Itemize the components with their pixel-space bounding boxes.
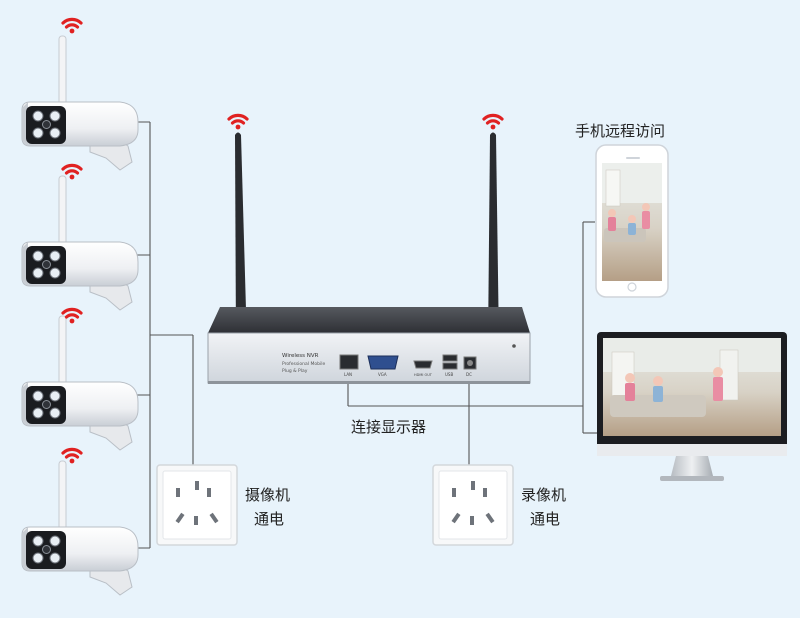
connection-lines xyxy=(120,121,597,549)
nvr-front-text-3: Plug & Play xyxy=(282,368,308,374)
wifi-icon xyxy=(61,447,83,465)
camera-3 xyxy=(21,315,139,451)
smartphone xyxy=(595,144,669,298)
wifi-icon xyxy=(227,113,249,131)
wifi-icon xyxy=(482,113,504,131)
nvr-recorder: Wireless NVR Professional Mobile Plug & … xyxy=(207,307,531,384)
nvr-front-text-1: Wireless NVR xyxy=(282,353,319,359)
camera-2 xyxy=(21,175,139,311)
recorder-power-label-1: 录像机 xyxy=(521,486,566,504)
lan-label: LAN xyxy=(344,372,352,377)
lan-port xyxy=(339,354,359,370)
dc-label: DC xyxy=(466,372,472,377)
recorder-power-outlet xyxy=(432,464,514,546)
camera-power-label-2: 通电 xyxy=(254,510,284,528)
usb-port-2 xyxy=(442,362,458,370)
vga-label: VGA xyxy=(378,372,387,377)
camera-4 xyxy=(21,460,139,596)
hdmi-label: HDMI OUT xyxy=(414,373,433,377)
usb-port-1 xyxy=(442,354,458,362)
connect-display-label: 连接显示器 xyxy=(351,418,426,436)
camera-power-outlet xyxy=(156,464,238,546)
hdmi-port xyxy=(413,360,433,369)
camera-1 xyxy=(21,35,139,171)
monitor xyxy=(597,332,787,481)
recorder-power-label-2: 通电 xyxy=(530,510,560,528)
wifi-icon xyxy=(61,17,83,36)
usb-label: USB xyxy=(445,372,453,377)
nvr-front-text-2: Professional Mobile xyxy=(282,361,325,367)
phone-access-label: 手机远程访问 xyxy=(575,122,665,140)
vga-port xyxy=(367,355,399,370)
camera-power-label-1: 摄像机 xyxy=(245,486,290,504)
